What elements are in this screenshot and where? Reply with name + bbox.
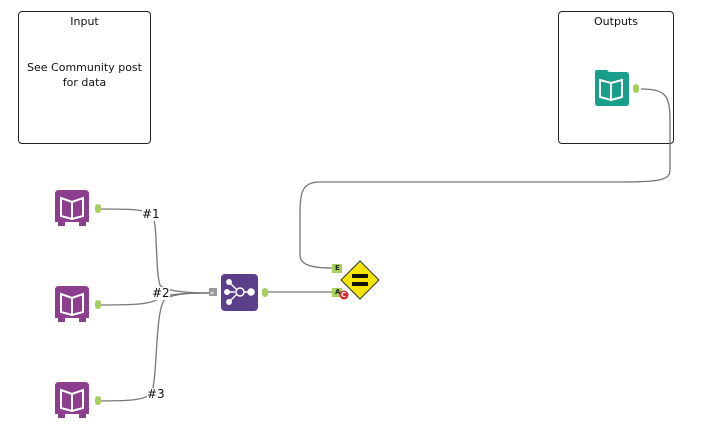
input-container-title: Input: [70, 15, 99, 28]
output-anchor: [95, 300, 101, 309]
input-data-tool-1[interactable]: [53, 190, 103, 228]
expect-equal-tool[interactable]: E A C: [330, 260, 382, 304]
connection-label-1: #1: [142, 207, 160, 221]
output-anchor: [262, 288, 268, 297]
connection-label-2: #2: [152, 286, 170, 300]
outputs-container-title: Outputs: [594, 15, 638, 28]
book-icon: [55, 286, 101, 322]
book-output-icon: [595, 70, 639, 106]
input-container-comment: See Community post for data: [27, 61, 142, 89]
output-anchor: [633, 84, 639, 93]
book-icon: [55, 382, 101, 418]
connection-label-3: #3: [147, 387, 165, 401]
output-data-tool[interactable]: [593, 70, 643, 108]
anchor-expected-label: E: [335, 264, 340, 272]
equals-diamond-icon: [332, 260, 380, 300]
union-icon: »: [209, 274, 268, 311]
wire-input3-union: [99, 292, 211, 402]
outputs-container[interactable]: Outputs: [558, 11, 674, 144]
wire-input1-union: [99, 208, 211, 294]
input-data-tool-3[interactable]: [53, 382, 103, 420]
svg-text:»: »: [210, 289, 214, 297]
input-container[interactable]: Input See Community post for data: [18, 11, 151, 144]
anchor-expected: [332, 264, 342, 273]
wire-output-compare: [299, 88, 671, 269]
anchor-actual: [332, 288, 342, 297]
error-badge-label: C: [341, 291, 347, 299]
anchor-actual-label: A: [335, 288, 341, 296]
union-tool[interactable]: »: [209, 274, 271, 312]
output-anchor: [95, 204, 101, 213]
book-icon: [55, 190, 101, 226]
multi-input-anchor: [209, 288, 217, 296]
error-badge: [339, 290, 349, 300]
output-anchor: [95, 396, 101, 405]
input-data-tool-2[interactable]: [53, 286, 103, 324]
